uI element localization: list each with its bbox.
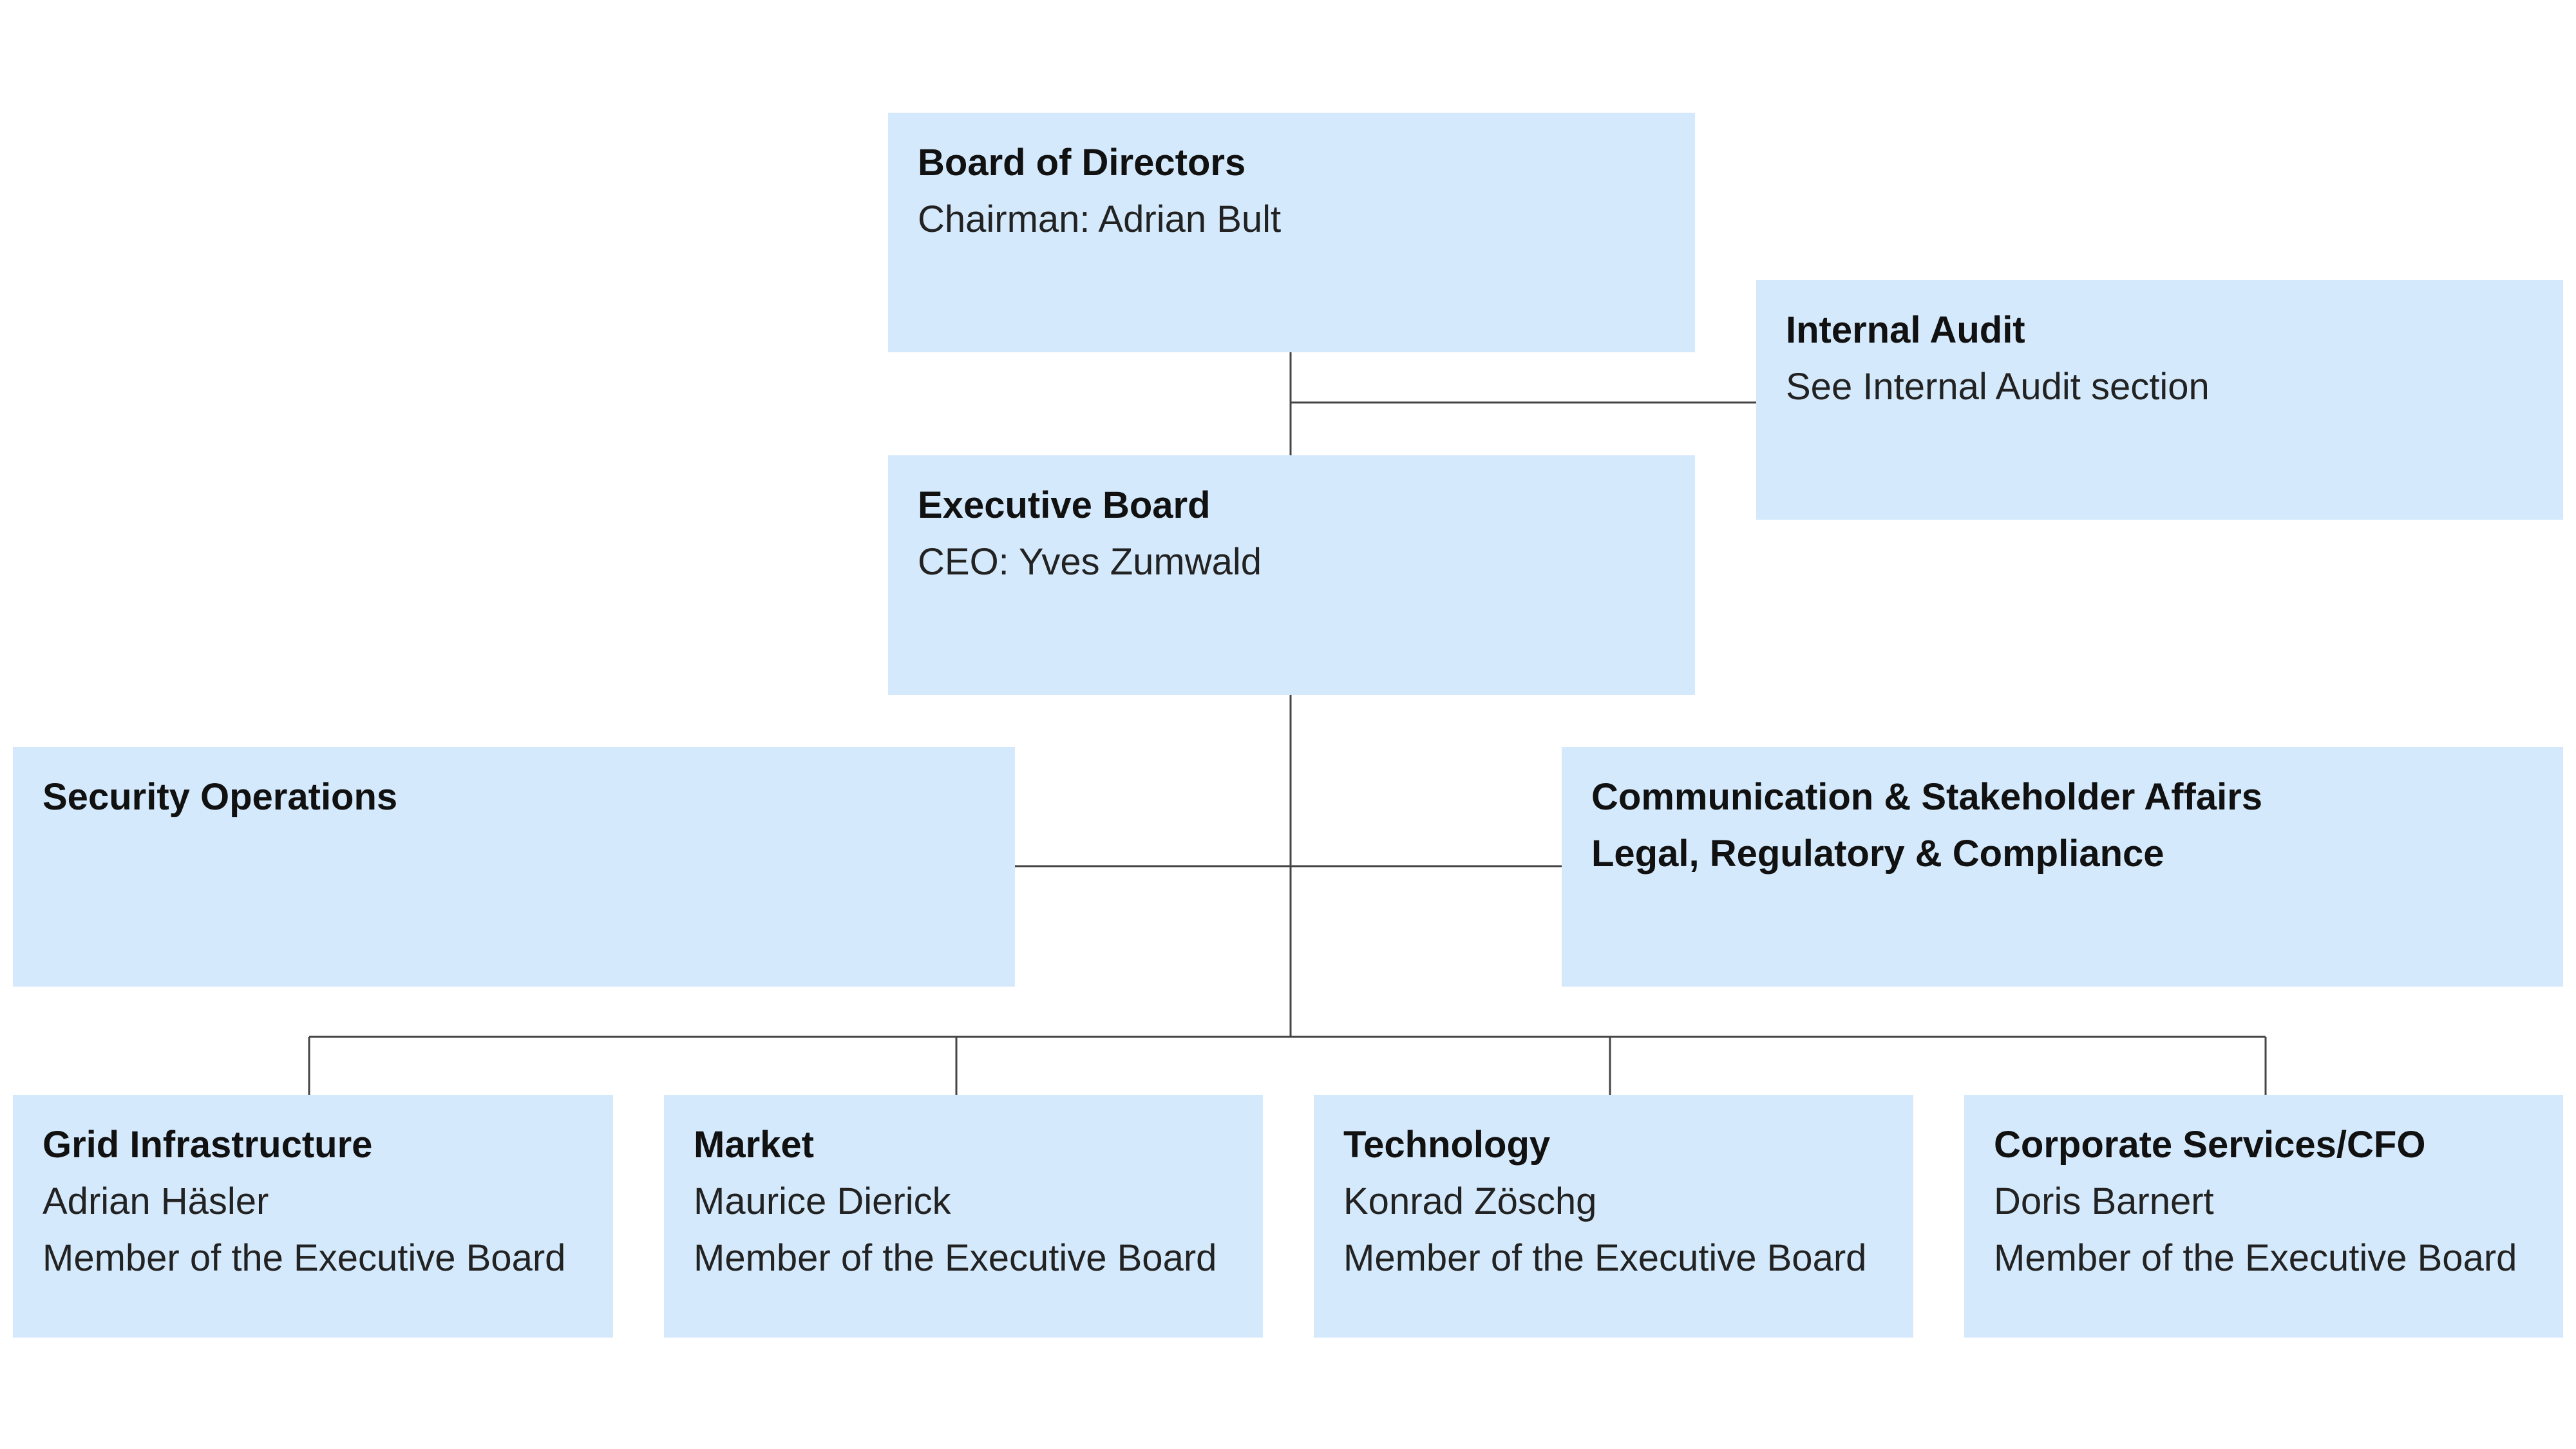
division-head-role: Member of the Executive Board — [694, 1237, 1217, 1279]
division-box-market: Market Maurice Dierick Member of the Exe… — [664, 1095, 1263, 1338]
communication-title: Communication & Stakeholder Affairs — [1591, 776, 2263, 818]
legal-title: Legal, Regulatory & Compliance — [1591, 833, 2164, 875]
board-chairman: Chairman: Adrian Bult — [918, 198, 1282, 240]
security-operations-box: Security Operations — [13, 747, 1015, 987]
executive-board-box: Executive Board CEO: Yves Zumwald — [888, 455, 1695, 695]
division-title: Grid Infrastructure — [43, 1124, 373, 1166]
division-head-name: Doris Barnert — [1994, 1180, 2214, 1222]
communication-legal-box: Communication & Stakeholder Affairs Lega… — [1562, 747, 2563, 987]
division-title: Corporate Services/CFO — [1994, 1124, 2426, 1166]
division-title: Technology — [1343, 1124, 1551, 1166]
division-head-role: Member of the Executive Board — [1994, 1237, 2517, 1279]
division-head-name: Konrad Zöschg — [1343, 1180, 1597, 1222]
security-title: Security Operations — [43, 776, 398, 818]
division-head-name: Maurice Dierick — [694, 1180, 951, 1222]
audit-title: Internal Audit — [1786, 309, 2025, 351]
division-box-corporate-services: Corporate Services/CFO Doris Barnert Mem… — [1964, 1095, 2563, 1338]
division-head-name: Adrian Häsler — [43, 1180, 269, 1222]
division-title: Market — [694, 1124, 814, 1166]
board-of-directors-box: Board of Directors Chairman: Adrian Bult — [888, 113, 1695, 352]
internal-audit-box: Internal Audit See Internal Audit sectio… — [1756, 280, 2563, 520]
audit-note: See Internal Audit section — [1786, 366, 2210, 408]
division-box-grid-infrastructure: Grid Infrastructure Adrian Häsler Member… — [13, 1095, 613, 1338]
board-title: Board of Directors — [918, 142, 1246, 184]
division-head-role: Member of the Executive Board — [1343, 1237, 1867, 1279]
executive-title: Executive Board — [918, 484, 1211, 526]
division-head-role: Member of the Executive Board — [43, 1237, 566, 1279]
division-box-technology: Technology Konrad Zöschg Member of the E… — [1314, 1095, 1913, 1338]
executive-ceo: CEO: Yves Zumwald — [918, 541, 1262, 583]
